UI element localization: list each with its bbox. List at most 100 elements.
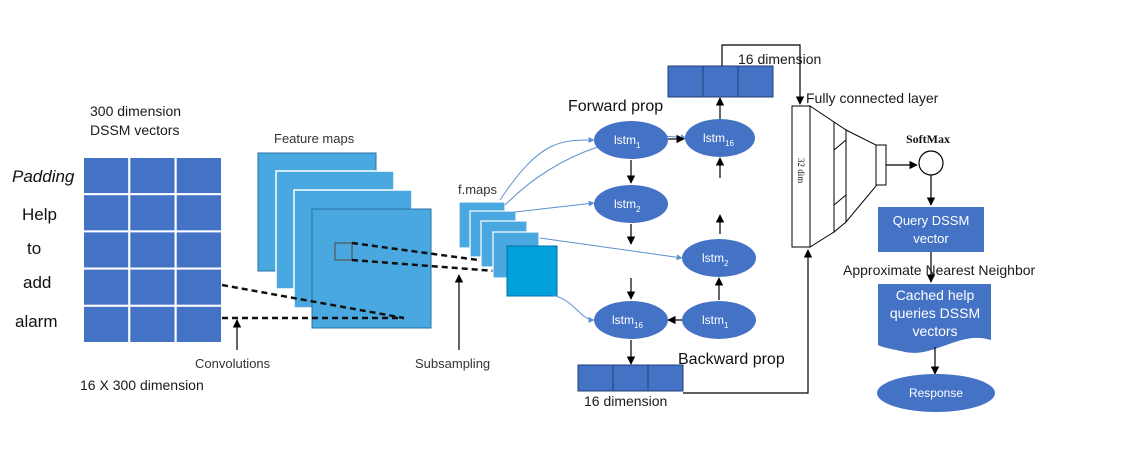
top-vector-cell-3 [737, 65, 774, 98]
feature-patch [334, 242, 353, 261]
lstm-backward-1-label: lstm1 [702, 313, 729, 330]
query-dssm-box [878, 207, 984, 252]
lstm-backward-2-name: lstm [702, 251, 724, 265]
response-label: Response [909, 386, 963, 400]
fc-layer-1 [809, 105, 835, 248]
lstm-forward-2-name: lstm [614, 197, 636, 211]
lstm-backward-2-label: lstm2 [702, 251, 729, 268]
conv-dash-line-1 [221, 283, 405, 320]
lstm-backward-1-name: lstm [702, 313, 724, 327]
input-grid-cell [174, 156, 223, 196]
lstm-backward-1 [682, 301, 756, 339]
feature-maps-label: Feature maps [274, 131, 355, 146]
lstm-forward-16-top-name: lstm [703, 131, 725, 145]
lstm-forward-16-bottom-label: lstm16 [612, 313, 643, 330]
bottom-dim-label: 16 dimension [584, 393, 667, 409]
lstm-forward-1-sub: 1 [636, 141, 641, 150]
cached-line1: Cached help [896, 287, 975, 303]
input-caption: 16 X 300 dimension [80, 377, 204, 393]
input-word-add: add [23, 273, 51, 292]
bottom-vector-cell-3 [647, 364, 684, 392]
input-grid-cell [128, 304, 177, 344]
fmaps-label: f.maps [458, 182, 498, 197]
response-ellipse [877, 374, 995, 412]
query-dssm-line1: Query DSSM [893, 213, 970, 228]
fmap-to-lstm1-line [499, 137, 595, 201]
fmap-to-lstm2-line [514, 200, 595, 213]
input-word-padding: Padding [12, 167, 75, 186]
lstm-forward-2-label: lstm2 [614, 197, 641, 214]
query-dssm-line2: vector [913, 231, 949, 246]
fmap-to-lstm16-bottom-line [551, 294, 595, 323]
backward-prop-label: Backward prop [678, 351, 785, 368]
lstm-forward-16-bottom-name: lstm [612, 313, 634, 327]
input-grid-cell [82, 230, 131, 270]
fc-layer-2-divider-a [833, 139, 847, 151]
lstm-forward-16-top [685, 119, 755, 157]
top-dim-label: 16 dimension [738, 51, 821, 67]
lstm-forward-2-sub: 2 [636, 205, 641, 214]
fc-layer-2 [833, 121, 847, 234]
lstm-forward-1 [594, 121, 668, 159]
input-grid-cell [174, 267, 223, 307]
input-title-line1: 300 dimension [90, 103, 181, 119]
input-grid-cell [82, 304, 131, 344]
concat-32dim-label: 32 dim [796, 158, 806, 183]
softmax-node [918, 150, 944, 176]
top-vector-cell-2 [702, 65, 739, 98]
input-grid-cell [174, 304, 223, 344]
cnn-section: Feature maps f.maps Convolutions Subsamp… [195, 131, 558, 371]
top-vector-to-dense-connector [721, 44, 805, 105]
input-title-line2: DSSM vectors [90, 122, 179, 138]
lstm-forward-16-top-label: lstm16 [703, 131, 734, 148]
fmap-to-lstm2b-line [539, 237, 683, 261]
lstm-backward-1-sub: 1 [724, 321, 729, 330]
input-grid-cell [82, 156, 131, 196]
softmax-label: SoftMax [906, 132, 950, 146]
input-grid-cell [174, 193, 223, 233]
lstm-forward-16-bottom [594, 301, 668, 339]
cached-line2: queries DSSM [890, 305, 980, 321]
lstm-forward-1-label: lstm1 [614, 133, 641, 150]
lstm-forward-16-top-sub: 16 [725, 139, 734, 148]
input-grid-cell [82, 193, 131, 233]
top-vector-cell-1 [667, 65, 704, 98]
convolutions-label: Convolutions [195, 356, 271, 371]
cached-queries-document [878, 284, 991, 353]
subsampling-label: Subsampling [415, 356, 490, 371]
cnn-output-square [506, 245, 558, 297]
lstm-forward-16-bottom-sub: 16 [634, 321, 643, 330]
feature-map-4 [311, 208, 432, 329]
fc-layer-2-divider-b [833, 194, 847, 206]
input-grid-cell [128, 156, 177, 196]
bottom-vector-cell-1 [577, 364, 614, 392]
input-word-alarm: alarm [15, 312, 58, 331]
input-grid-cell [128, 193, 177, 233]
input-grid-cell [82, 267, 131, 307]
retrieval-section: Query DSSM vector Approximate Nearest Ne… [843, 207, 1036, 412]
input-word-to: to [27, 239, 41, 258]
lstm-backward-2-sub: 2 [724, 259, 729, 268]
lstm-forward-2 [594, 185, 668, 223]
input-matrix-grid [82, 156, 223, 344]
ann-label: Approximate Nearest Neighbor [843, 262, 1036, 278]
input-section: 300 dimension DSSM vectors Padding Help … [12, 103, 223, 393]
forward-prop-label: Forward prop [568, 98, 663, 115]
cached-line3: vectors [912, 323, 957, 339]
lstm-forward-1-name: lstm [614, 133, 636, 147]
bottom-vector-cell-2 [612, 364, 649, 392]
input-word-help: Help [22, 205, 57, 224]
lstm-backward-2 [682, 239, 756, 277]
fc-layer-3 [845, 129, 877, 224]
bottom-vector-to-dense-connector [683, 249, 813, 394]
lstm-section: Forward prop lstm1 lstm2 lstm16 lstm16 l… [499, 44, 821, 409]
pool-dash-line-2 [351, 258, 509, 274]
input-grid-cell [128, 230, 177, 270]
softmax-input-layer [875, 144, 887, 186]
input-grid-cell [174, 230, 223, 270]
fully-connected-label: Fully connected layer [806, 90, 939, 106]
input-grid-cell [128, 267, 177, 307]
dense-section: Fully connected layer 32 dim SoftMax [791, 90, 950, 248]
